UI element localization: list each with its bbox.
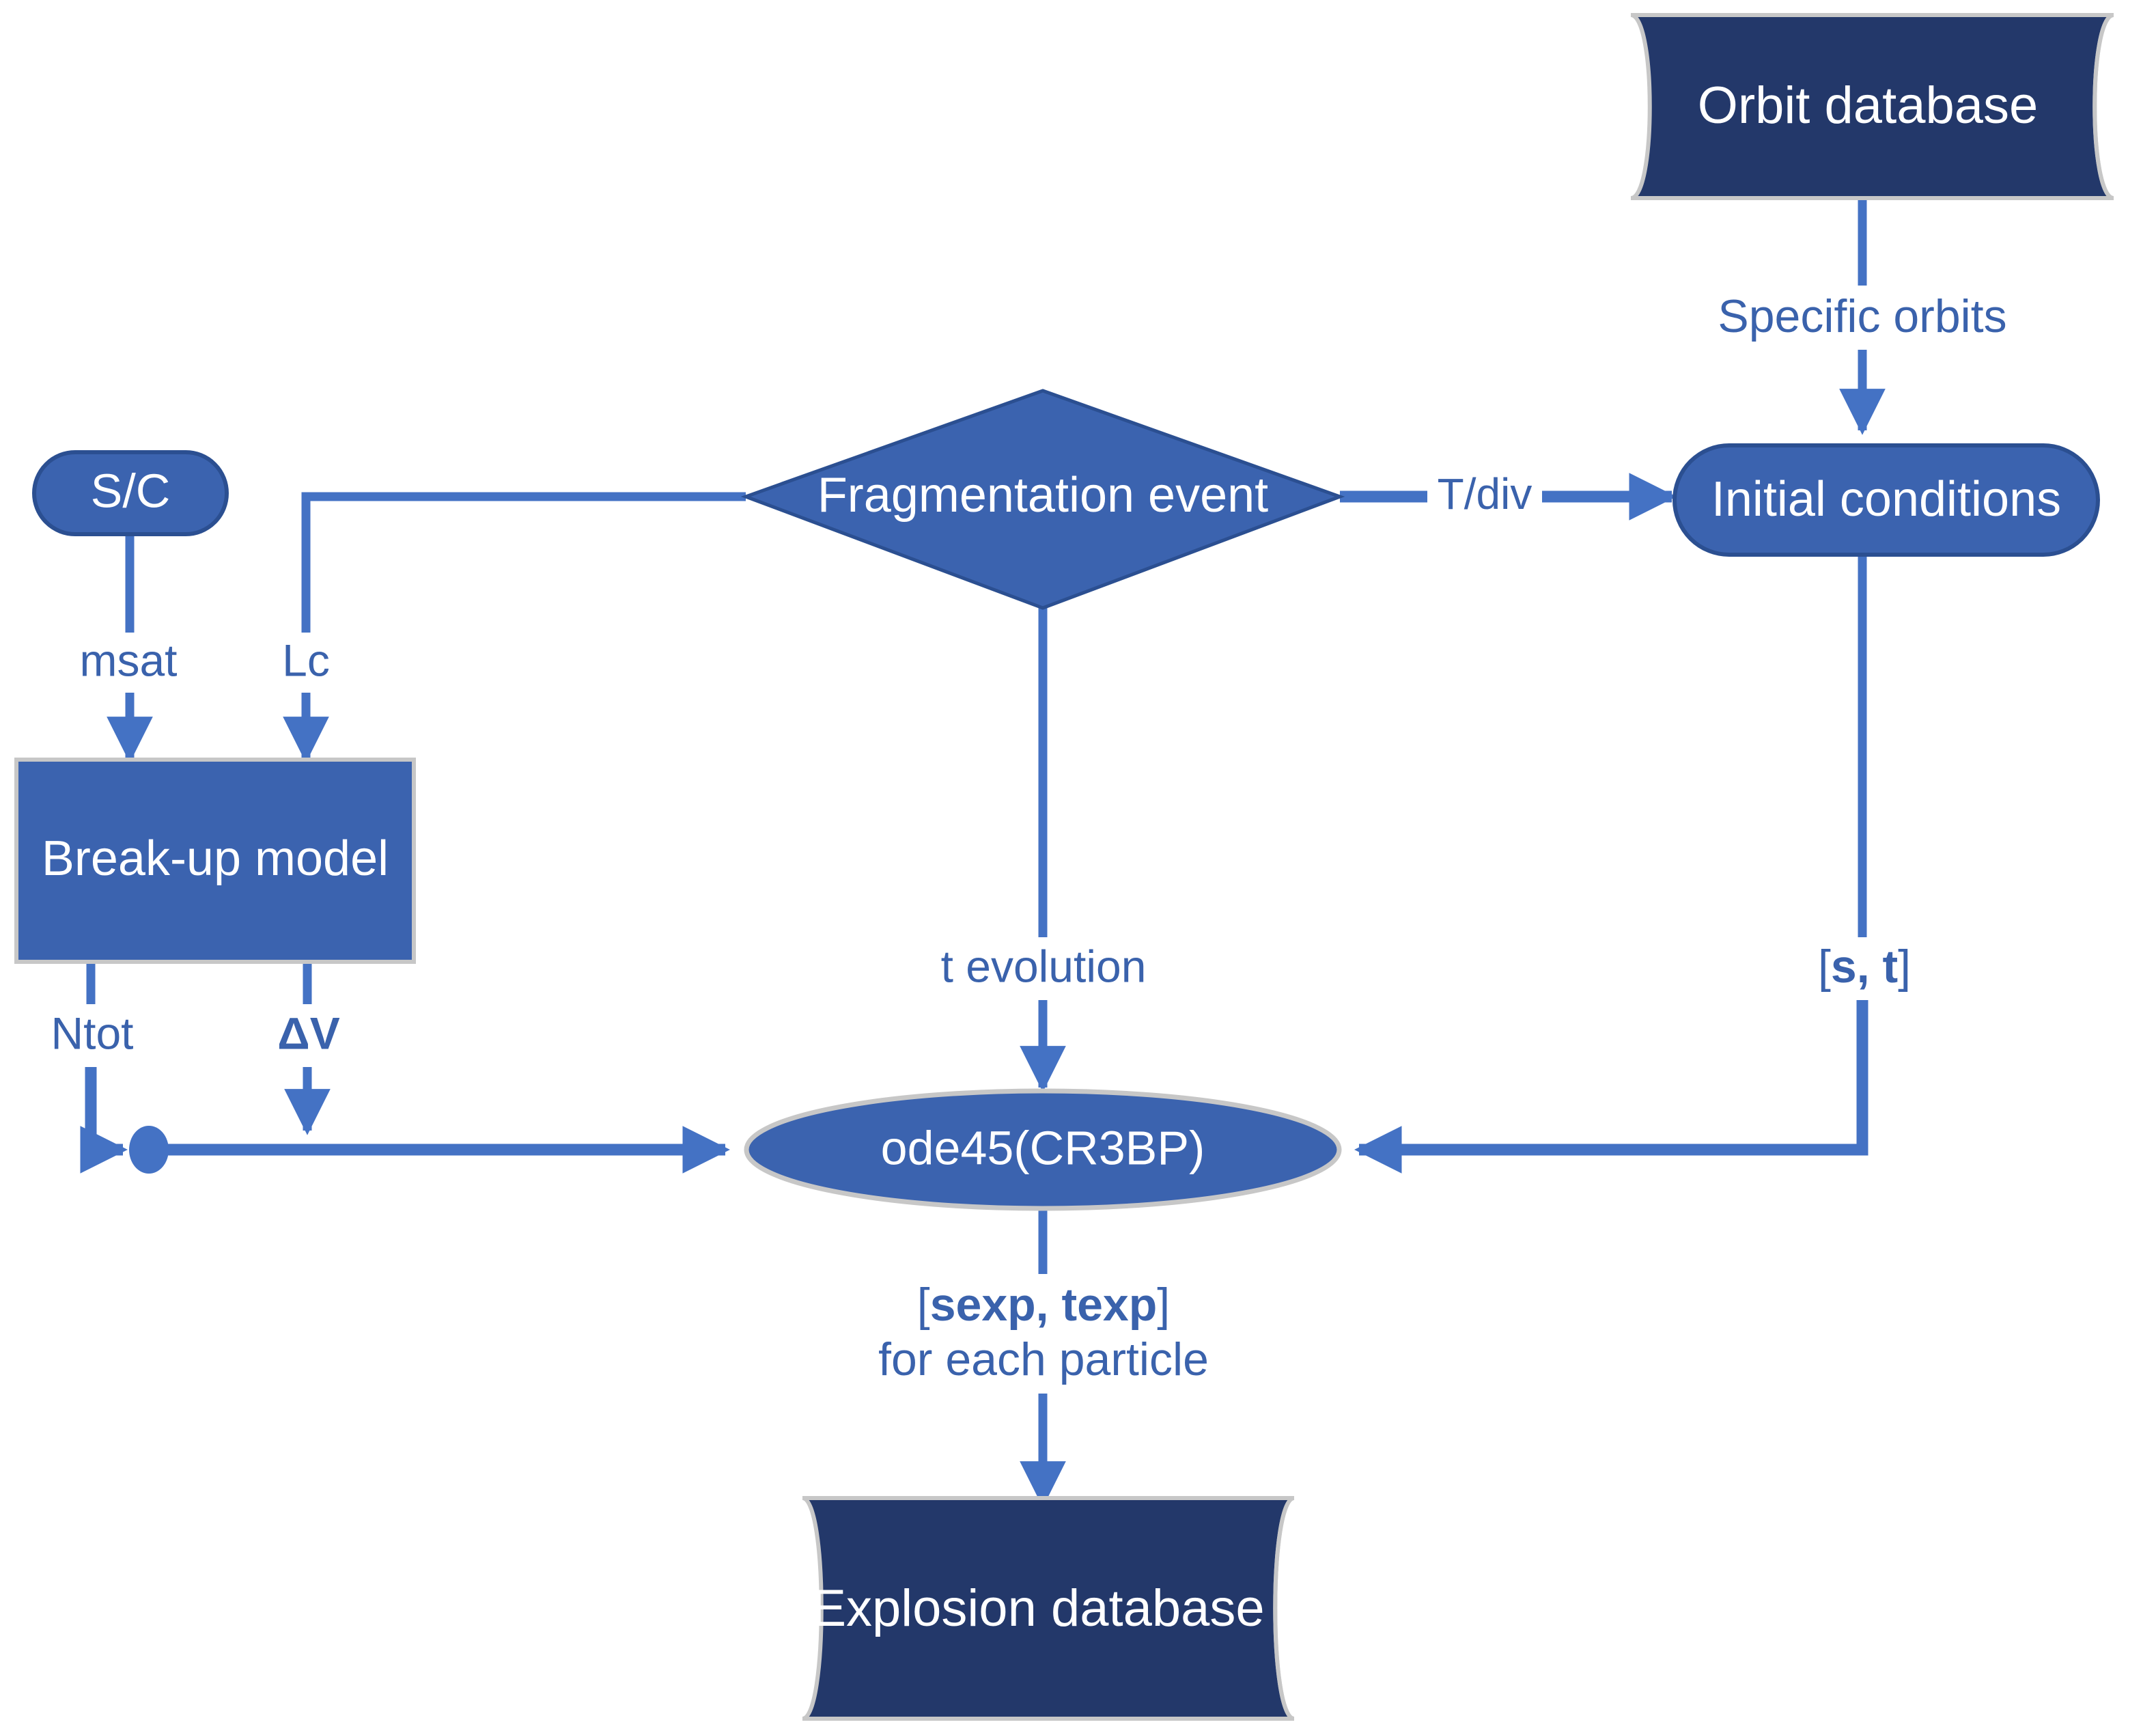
label-bg-specific-orbits: [1694, 287, 2035, 350]
sexp-texp-open-bracket: [: [917, 1279, 930, 1331]
edge-label-t-div: T/div: [1438, 469, 1532, 518]
label-bg-t-div: [1427, 467, 1542, 527]
breakup-model-label: Break-up model: [42, 831, 389, 886]
edge-ntot-to-junction: [80, 1062, 128, 1174]
label-bg-ntot: [19, 1004, 167, 1067]
label-bg-delta-v: [255, 1004, 363, 1067]
sexp-texp-close-bracket: ]: [1157, 1279, 1170, 1331]
label-bg-sexp-texp: [850, 1274, 1240, 1394]
edge-label-s-t: [s, t]: [1818, 941, 1911, 993]
node-spacecraft[interactable]: S/C: [32, 450, 229, 536]
label-bg-t-evolution: [905, 937, 1184, 1000]
edge-label-ntot: Ntot: [51, 1008, 133, 1058]
edge-label-lc: Lc: [282, 635, 330, 685]
node-fragmentation-event[interactable]: Fragmentation event: [740, 389, 1345, 610]
node-orbit-database[interactable]: Orbit database: [1630, 13, 2114, 200]
node-initial-conditions[interactable]: Initial conditions: [1672, 443, 2100, 557]
edge-label-delta-v: ΔV: [277, 1008, 339, 1058]
initial-conditions-label: Initial conditions: [1711, 472, 2061, 527]
sexp-texp-bold-part: sexp, texp: [930, 1279, 1158, 1331]
spacecraft-label: S/C: [91, 464, 171, 517]
node-breakup-model[interactable]: Break-up model: [14, 758, 416, 964]
edge-label-specific-orbits: Specific orbits: [1718, 290, 2006, 342]
node-explosion-database[interactable]: Explosion database: [801, 1496, 1296, 1721]
s-t-bold-part: s, t: [1831, 941, 1898, 993]
label-bg-msat: [49, 633, 208, 693]
fragmentation-event-label: Fragmentation event: [817, 468, 1268, 523]
edge-label-t-evolution: t evolution: [941, 941, 1147, 991]
s-t-open-bracket: [: [1818, 941, 1831, 993]
label-bg-s-t: [1799, 937, 1930, 1000]
node-ode45-cr3bp[interactable]: ode45(CR3BP): [744, 1088, 1342, 1211]
orbit-database-label: Orbit database: [1698, 77, 2039, 135]
edge-st-to-ode45: [1354, 994, 1868, 1174]
s-t-close-bracket: ]: [1898, 941, 1911, 993]
edge-label-msat: msat: [79, 635, 177, 685]
label-bg-lc: [264, 633, 351, 693]
node-merge-junction: [129, 1126, 169, 1174]
ode45-cr3bp-label: ode45(CR3BP): [881, 1121, 1205, 1174]
edge-label-sexp-texp: [sexp, texp]: [917, 1279, 1170, 1331]
edge-label-for-each-particle: for each particle: [878, 1333, 1209, 1385]
edge-frag-to-lc: [301, 492, 746, 635]
explosion-database-label: Explosion database: [811, 1579, 1264, 1637]
